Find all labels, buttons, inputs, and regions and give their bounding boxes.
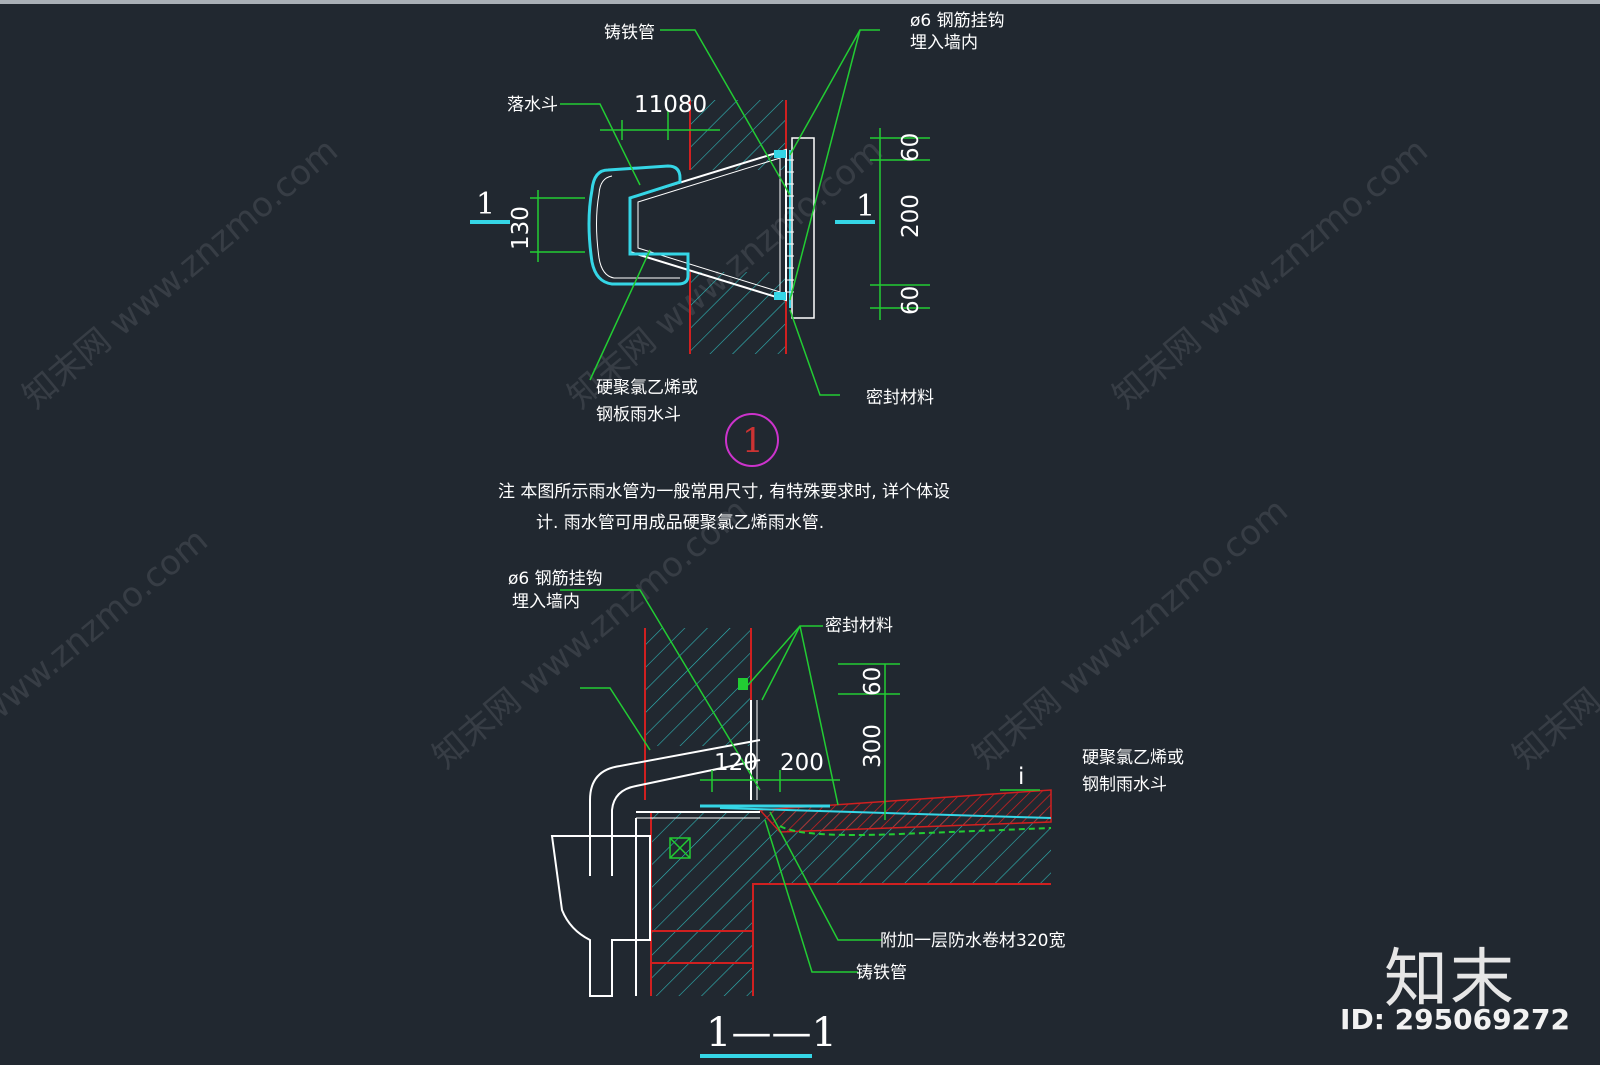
plan-dim-60b: 60 [898, 286, 924, 315]
detail-number: 1 [742, 421, 764, 461]
plan-dim-60a: 60 [898, 133, 924, 162]
section-slope-mark: i [1018, 764, 1024, 790]
section-rain-hopper [550, 835, 651, 997]
plan-label-seal: 密封材料 [866, 388, 934, 408]
section-dim-300: 300 [860, 724, 886, 768]
note-line1: 注 本图所示雨水管为一般常用尺寸, 有特殊要求时, 详个体设 [498, 482, 950, 502]
section-dim-60: 60 [860, 667, 886, 696]
section-label-hook-line2: 埋入墙内 [512, 592, 580, 612]
section-dim-120: 120 [714, 750, 758, 776]
section-label-pvc-line2: 钢制雨水斗 [1082, 775, 1167, 795]
plan-dim-130: 130 [508, 206, 534, 250]
section-membrane-red [758, 789, 1052, 833]
section-label-seal: 密封材料 [825, 616, 893, 636]
plan-label-cast-iron: 铸铁管 [604, 23, 655, 43]
section-label-cast-iron: 铸铁管 [856, 963, 907, 983]
detail-number-circle [725, 413, 779, 467]
section-label-pvc-line1: 硬聚氯乙烯或 [1082, 748, 1184, 768]
section-wall-lower [651, 884, 753, 996]
plan-hopper-outline [587, 164, 690, 286]
plan-section-mark-right: 1 [856, 189, 875, 224]
section-downpipe [589, 739, 761, 876]
section-dim-200: 200 [780, 750, 824, 776]
section-title: 1——1 [706, 1010, 837, 1056]
section-view: ø6 钢筋挂钩 埋入墙内 密封材料 60 300 120 200 i 硬聚氯乙烯… [508, 569, 1184, 1058]
plan-label-hook-line2: 埋入墙内 [910, 33, 978, 53]
plan-dim-200: 200 [898, 194, 924, 238]
plan-label-hopper: 落水斗 [507, 95, 558, 115]
section-label-hook-line1: ø6 钢筋挂钩 [508, 569, 603, 589]
plan-label-pvc-line2: 钢板雨水斗 [596, 405, 681, 425]
brand-logo: 知末 [1384, 943, 1516, 1017]
plan-seal-plate [791, 137, 815, 319]
image-id: ID: 295069272 [1340, 1003, 1570, 1036]
plan-section-mark-left: 1 [476, 187, 495, 222]
plan-wall-upper [690, 100, 786, 170]
plan-label-hook-line1: ø6 钢筋挂钩 [910, 11, 1005, 31]
window-top-bar [0, 0, 1600, 4]
plan-dim-top: 11080 [634, 92, 707, 118]
section-label-membrane: 附加一层防水卷材320宽 [880, 931, 1065, 951]
plan-label-pvc-line1: 硬聚氯乙烯或 [596, 378, 698, 398]
note-line2: 计. 雨水管可用成品硬聚氯乙烯雨水管. [536, 513, 824, 533]
plan-view: 铸铁管 ø6 钢筋挂钩 埋入墙内 落水斗 11080 130 60 200 60… [470, 11, 1005, 467]
